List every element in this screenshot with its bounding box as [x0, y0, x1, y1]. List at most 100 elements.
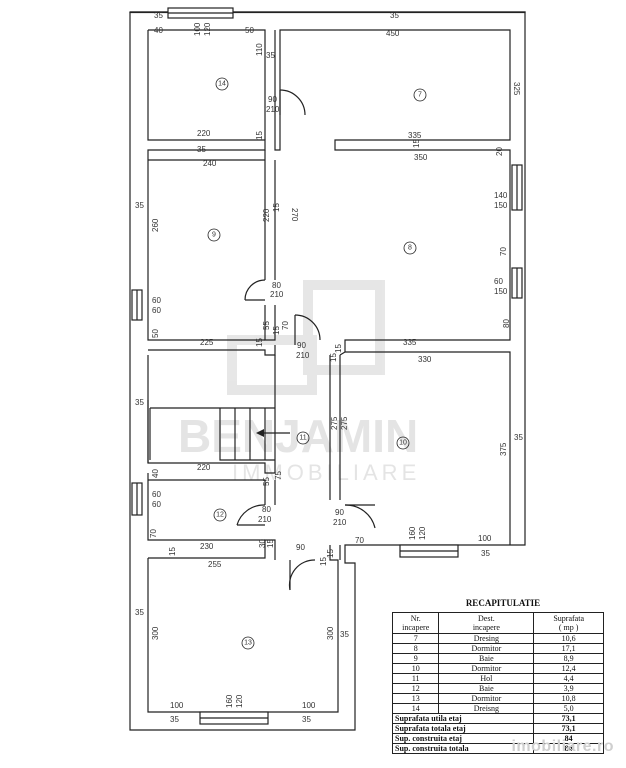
- cell-area: 8,9: [533, 653, 604, 664]
- dim-label: 15: [334, 344, 343, 353]
- dim-label: 15: [319, 557, 328, 566]
- dim-label: 255: [208, 560, 222, 569]
- dim-label: 15: [266, 539, 275, 548]
- dim-label: 35: [340, 630, 349, 639]
- dim-label: 50: [245, 26, 254, 35]
- dim-label: 100: [478, 534, 492, 543]
- dim-label: 240: [203, 159, 217, 168]
- dim-label: 60: [494, 277, 503, 286]
- dim-label: 35: [170, 715, 179, 724]
- room-label-9: 9: [212, 232, 216, 239]
- room-label-14: 14: [218, 81, 226, 88]
- recap-table: Nr.incapere Dest.incapere Suprafata( mp …: [391, 612, 604, 754]
- dim-label: 35: [481, 549, 490, 558]
- dim-label: 15: [272, 326, 281, 335]
- dim-label: 120: [235, 694, 244, 708]
- cell-dest: Dresing: [438, 633, 535, 644]
- dim-label: 300: [151, 626, 160, 640]
- cell-dest: Dormitor: [438, 663, 535, 674]
- dim-label: 140: [494, 191, 508, 200]
- dim-label: 80: [502, 319, 511, 328]
- dim-label: 300: [326, 626, 335, 640]
- cell-dest: Dreisng: [438, 703, 535, 714]
- dim-label: 70: [499, 247, 508, 256]
- dim-label: 15: [326, 549, 335, 558]
- dim-label: 100: [193, 22, 202, 36]
- total-label: Suprafata totala etaj: [391, 723, 535, 734]
- dim-label: 350: [414, 153, 428, 162]
- dim-label: 40: [154, 26, 163, 35]
- dim-label: 35: [197, 145, 206, 154]
- recap-header-dest: Dest.incapere: [438, 612, 535, 634]
- dim-label: 335: [403, 338, 417, 347]
- dim-label: 35: [135, 608, 144, 617]
- room-label-11: 11: [299, 435, 306, 442]
- dim-label: 50: [151, 329, 160, 338]
- dim-label: 150: [494, 287, 508, 296]
- cell-dest: Hol: [438, 673, 535, 684]
- dim-label: 80: [272, 281, 281, 290]
- recap-header-area: Suprafata( mp ): [533, 612, 604, 634]
- dim-label: 35: [302, 715, 311, 724]
- dim-label: 375: [499, 442, 508, 456]
- watermark-line2: IMMOBILIARE: [232, 460, 420, 485]
- cell-area: 4,4: [533, 673, 604, 684]
- total-label: Sup. construita totala: [391, 743, 535, 754]
- dim-label: 160: [408, 526, 417, 540]
- dim-label: 15: [329, 353, 338, 362]
- cell-dest: Baie: [438, 683, 535, 694]
- cell-dest: Dormitor: [438, 643, 535, 654]
- dim-label: 35: [266, 51, 275, 60]
- dim-label: 210: [258, 515, 272, 524]
- total-label: Suprafata utila etaj: [391, 713, 535, 724]
- dim-label: 120: [203, 22, 212, 36]
- dim-label: 55: [262, 477, 271, 486]
- watermark-line1: BENJAMIN: [178, 410, 418, 462]
- dim-label: 35: [135, 398, 144, 407]
- dim-label: 210: [270, 290, 284, 299]
- dim-label: 15: [255, 131, 264, 140]
- dim-label: 325: [512, 82, 521, 96]
- dim-label: 35: [154, 11, 163, 20]
- dim-label: 20: [495, 147, 504, 156]
- dim-label: 70: [355, 536, 364, 545]
- recap-title: RECAPITULATIE: [465, 598, 541, 608]
- dim-label: 270: [290, 208, 299, 222]
- dim-label: 90: [297, 341, 306, 350]
- dim-label: 220: [262, 208, 271, 222]
- walls: [129, 7, 526, 731]
- total-value: 73,1: [533, 713, 604, 724]
- cell-area: 12,4: [533, 663, 604, 674]
- dim-label: 120: [418, 526, 427, 540]
- cell-nr: 8: [391, 643, 440, 654]
- room-label-12: 12: [216, 512, 224, 519]
- dim-label: 100: [302, 701, 316, 710]
- dim-label: 15: [168, 547, 177, 556]
- dim-label: 210: [296, 351, 310, 360]
- cell-nr: 10: [391, 663, 440, 674]
- dim-label: 15: [255, 338, 264, 347]
- dim-label: 220: [197, 463, 211, 472]
- dim-label: 110: [255, 43, 264, 56]
- dim-label: 225: [200, 338, 214, 347]
- cell-area: 5,0: [533, 703, 604, 714]
- dim-label: 210: [266, 105, 280, 114]
- dim-label: 80: [262, 505, 271, 514]
- dim-label: 335: [408, 131, 422, 140]
- dim-label: 60: [152, 490, 161, 499]
- room-label-7: 7: [418, 92, 422, 99]
- cell-dest: Baie: [438, 653, 535, 664]
- dim-label: 260: [151, 218, 160, 232]
- dim-label: 35: [514, 433, 523, 442]
- cell-area: 3,9: [533, 683, 604, 694]
- dim-label: 40: [151, 469, 160, 478]
